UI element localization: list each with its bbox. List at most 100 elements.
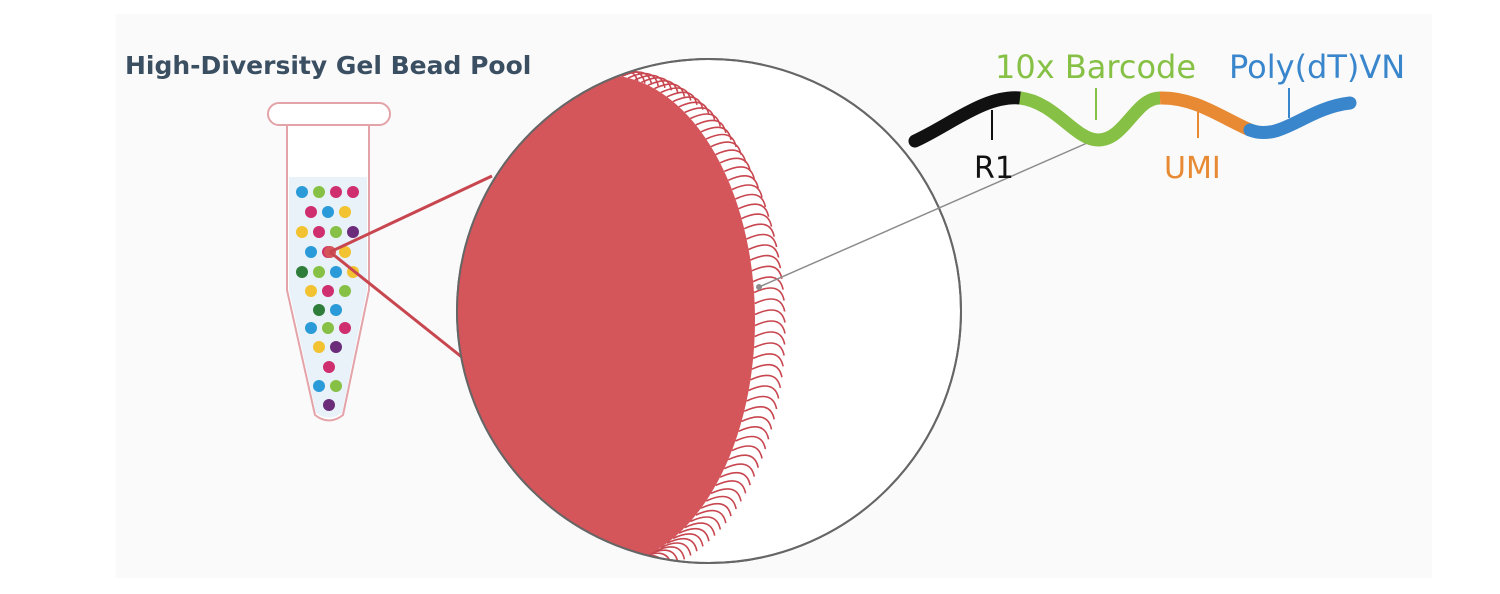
oligo-bristle <box>684 522 716 536</box>
tube-bead <box>305 285 317 297</box>
oligo-bristle <box>678 527 710 542</box>
r1-segment <box>908 91 1027 148</box>
oligo-bristle <box>746 395 778 410</box>
oligo-bristle <box>735 435 767 450</box>
oligo-bristle <box>751 265 783 279</box>
oligo-bristle <box>741 416 773 430</box>
oligo-bristle <box>715 149 747 163</box>
tube-bead <box>313 341 325 353</box>
tube-bead <box>305 322 317 334</box>
tube-bead <box>305 246 317 258</box>
oligo-bristle <box>752 353 784 367</box>
oligo-bristle <box>750 374 782 389</box>
tube-bead <box>347 226 359 238</box>
tube-bead <box>339 246 351 258</box>
tube-bead <box>313 186 325 198</box>
tube-bead <box>313 304 325 316</box>
bead-closeup <box>457 69 786 563</box>
oligo-bristle <box>621 71 653 85</box>
oligo-bristle <box>753 287 785 301</box>
pool-label: High-Diversity Gel Bead Pool <box>125 51 531 80</box>
tube-bead <box>330 186 342 198</box>
tube-bead <box>330 380 342 392</box>
oligo-bristle <box>719 157 751 171</box>
oligo-bristle <box>684 107 716 121</box>
oligo-bristle <box>678 101 710 115</box>
oligo-bristle <box>705 495 737 510</box>
oligo-bristle <box>723 166 756 180</box>
oligo-bristle <box>654 546 686 560</box>
oligo-bristle <box>719 471 751 486</box>
oligo-bristle <box>738 203 770 217</box>
oligo-bristle <box>727 175 759 189</box>
oligo-bristle <box>754 298 786 312</box>
callout-line-top <box>329 174 493 254</box>
oligo-bristle <box>710 488 742 502</box>
tube-bead <box>339 206 351 218</box>
tube-bead <box>305 206 317 218</box>
tube-bead <box>323 399 335 411</box>
umi-label: UMI <box>1164 151 1221 186</box>
tube-bead <box>330 304 342 316</box>
tube-bead <box>313 266 325 278</box>
callout-line-bottom <box>329 250 464 360</box>
oligo-bristle <box>647 549 679 563</box>
oligo-bristle <box>748 385 780 399</box>
barcode-label: 10x Barcode <box>995 48 1196 86</box>
oligo-bristle <box>666 537 698 552</box>
tube-bead <box>339 322 351 334</box>
pointer-line <box>758 139 1095 288</box>
oligo-bristle <box>731 184 763 198</box>
tube-bead <box>322 206 334 218</box>
tube-bead <box>330 266 342 278</box>
oligo-bristle <box>743 223 775 237</box>
oligo-bristle <box>672 96 704 110</box>
oligo-bristle <box>751 363 783 378</box>
tube-bead <box>313 380 325 392</box>
tube-bead <box>296 266 308 278</box>
tube-beads <box>296 186 359 411</box>
pointer-dot <box>756 284 762 290</box>
oligo-bristle <box>743 406 775 420</box>
oligo-bristle <box>647 80 679 94</box>
oligo-bristle <box>752 276 784 290</box>
oligo-bristle <box>607 559 639 563</box>
oligo-bristle <box>735 193 767 208</box>
tube-bead <box>339 285 351 297</box>
oligo-strand <box>908 91 1357 148</box>
oligo-bristle <box>748 244 780 258</box>
tube-bead <box>313 226 325 238</box>
oligo-bristle <box>641 77 673 91</box>
polydt-label: Poly(dT)VN <box>1229 48 1405 86</box>
oligo-bristle <box>689 516 722 530</box>
umi-segment <box>1159 91 1253 136</box>
oligo-bristle <box>746 233 778 248</box>
polydt-segment <box>1243 96 1357 139</box>
tube-bead <box>323 361 335 373</box>
oligo-bristle <box>741 213 773 227</box>
oligo-bristle <box>627 556 659 563</box>
barcode-segment <box>1018 91 1162 147</box>
oligo-bristle <box>614 559 646 563</box>
oligo-bristle <box>754 331 786 345</box>
oligo-bristle <box>627 72 659 87</box>
tube-bead <box>322 285 334 297</box>
oligo-bristle <box>727 454 759 468</box>
tube-bead <box>296 226 308 238</box>
tube-liquid <box>289 177 367 418</box>
tube-bead <box>322 322 334 334</box>
zoom-circle-outline <box>456 58 962 564</box>
oligo-bristle <box>715 480 747 494</box>
gel-bead <box>457 75 755 563</box>
tube-bead <box>330 226 342 238</box>
tube-cap <box>267 102 391 126</box>
oligo-bristle <box>672 533 704 547</box>
tube-bead <box>330 341 342 353</box>
oligo-bristle <box>731 445 763 459</box>
tube-bead <box>347 186 359 198</box>
oligo-bristle <box>700 502 732 517</box>
oligo-bristle <box>723 463 756 477</box>
oligo-bristle <box>750 254 782 269</box>
